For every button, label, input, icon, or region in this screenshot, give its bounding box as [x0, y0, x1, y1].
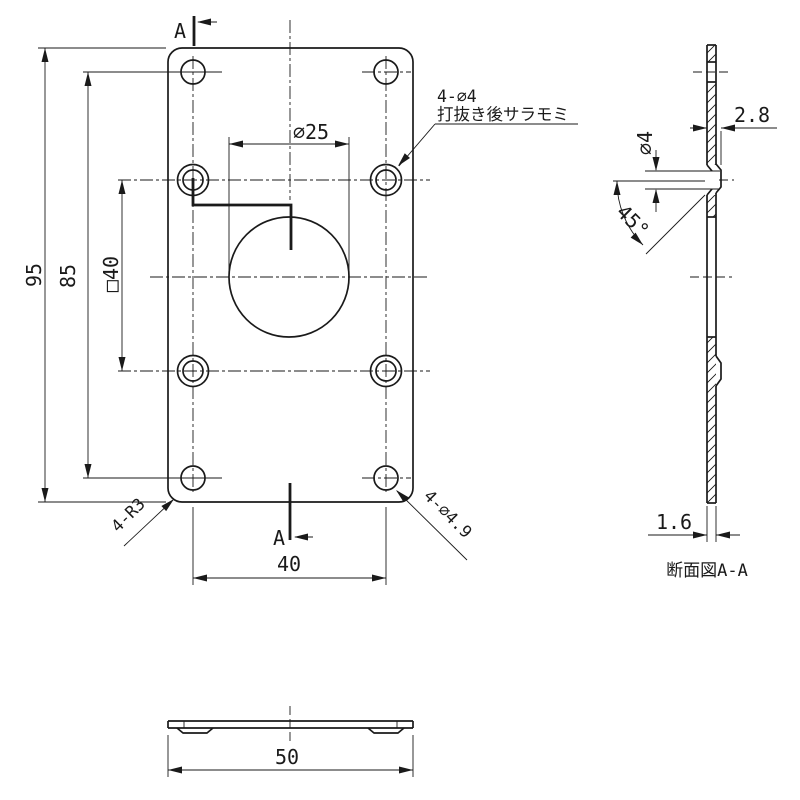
countersink-boss-profile [715, 355, 722, 387]
hatch-region [707, 82, 716, 165]
dimension-40: 40 [192, 507, 387, 585]
dim-square-40-label: □40 [99, 256, 123, 292]
plate-outline [167, 47, 414, 503]
dim-1-6-label: 1.6 [656, 510, 692, 534]
dimension-square-40: □40 [99, 180, 126, 371]
dimension-50: 50 [167, 735, 414, 777]
section-plate-outline [645, 44, 722, 504]
dimension-1-6: 1.6 [648, 506, 740, 542]
countersink-boss-cut [715, 163, 722, 194]
dim-dia-4-label: ∅4 [633, 131, 657, 155]
section-title: 断面図A-A [666, 561, 748, 581]
boss-profile [367, 727, 405, 734]
boss-profile [176, 727, 214, 734]
dim-50-label: 50 [275, 745, 299, 769]
dimension-2-8: 2.8 [690, 103, 777, 165]
centerlines [83, 20, 430, 492]
hatch-region [707, 195, 716, 217]
dimension-95: 95 [22, 47, 166, 503]
dim-45deg-label: 45° [612, 200, 655, 243]
bottom-view: 50 [167, 706, 414, 777]
dim-95-label: 95 [22, 263, 46, 287]
note-countersunk-holes: 4-∅4 打抜き後サラモミ [398, 87, 578, 167]
label-4-r3: 4-R3 [107, 494, 149, 536]
section-view: 45° ∅4 2.8 1.6 断面図A-A [612, 44, 777, 581]
dimension-85: 85 [56, 72, 92, 478]
dimension-45deg: 45° [612, 180, 706, 255]
hatch-region [707, 337, 716, 503]
dim-2-8-label: 2.8 [734, 103, 770, 127]
bottom-plate-outline [167, 720, 414, 734]
note-line2: 打抜き後サラモミ [437, 105, 569, 124]
dim-40-label: 40 [277, 552, 301, 576]
dim-85-label: 85 [56, 264, 80, 288]
dimension-dia-4: ∅4 [633, 131, 660, 212]
section-marker-a-top: A [174, 19, 186, 43]
label-4-d4-9: 4-∅4.9 [420, 486, 476, 542]
dim-dia-25-label: ∅25 [293, 120, 329, 144]
section-centerlines [690, 71, 734, 278]
dimension-dia-25: ∅25 [228, 120, 350, 272]
note-line1: 4-∅4 [437, 87, 477, 106]
front-view: A A 95 85 □40 ∅25 [22, 16, 578, 585]
cutting-plane-line [191, 16, 313, 541]
hatch-region [707, 45, 716, 62]
section-marker-a-bottom: A [273, 526, 285, 550]
label-corner-holes: 4-∅4.9 [396, 486, 476, 561]
